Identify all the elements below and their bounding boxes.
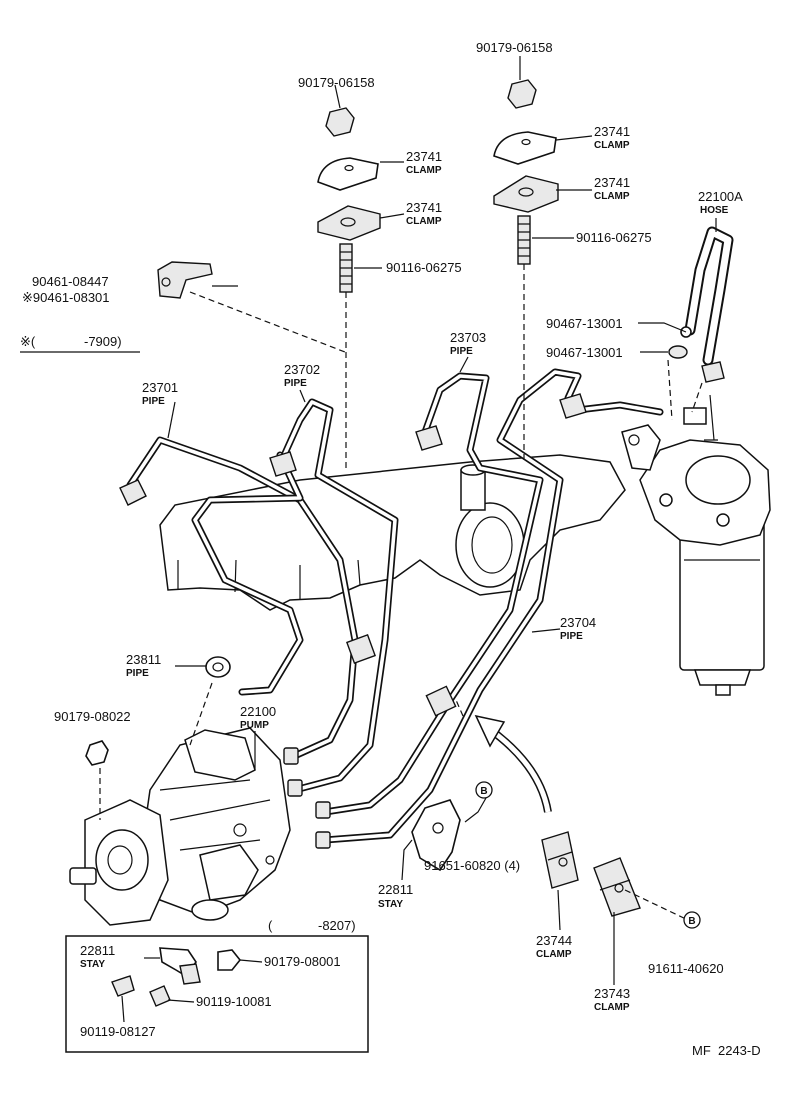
callout-pipe-23702: 23702 [284, 362, 320, 377]
callout-clamp-left-lower: 23741 [406, 200, 442, 215]
fuel-hose [668, 226, 734, 383]
circle-b-mark-1: B [480, 786, 487, 797]
callout-clamp-left-upper-label: CLAMP [406, 165, 442, 176]
callout-nut-pump: 90179-08022 [54, 709, 131, 724]
callout-bracket-b: ※90461-08301 [22, 290, 110, 305]
callout-pipe-23811: 23811 [126, 652, 161, 667]
callout-stud-left: 90116-06275 [386, 260, 462, 275]
inset-frame [65, 935, 369, 1053]
injection-pump [69, 727, 291, 926]
circle-b-marks: B B [475, 781, 701, 929]
callout-stud-right: 90116-06275 [576, 230, 652, 245]
inset-range-open: ( [268, 918, 273, 933]
figure-code: MF 2243-D [692, 1043, 761, 1058]
callout-bolt-clamp: 91611-40620 [648, 961, 724, 976]
callout-pipe-23702-label: PIPE [284, 378, 307, 389]
callout-stay-main-label: STAY [378, 899, 403, 910]
inset-box: ( -8207) 22811 STAY 90179-08001 90119-10… [65, 918, 369, 1053]
callout-clamp-right-lower-label: CLAMP [594, 191, 630, 202]
clamp-hardware-right [493, 79, 559, 265]
inset-bolt-b: 90119-08127 [80, 1024, 156, 1039]
clamp-hardware-left [157, 107, 381, 299]
pipe-fittings [119, 393, 587, 849]
callout-stay-main: 22811 [378, 882, 413, 897]
inset-stay: 22811 [80, 943, 115, 958]
callout-clamp-23743: 23743 [594, 986, 630, 1001]
fuel-filter [621, 394, 771, 696]
callout-clamp-left-lower-label: CLAMP [406, 216, 442, 227]
callout-clamp-right-lower: 23741 [594, 175, 630, 190]
callout-labels: 90179-06158 90179-06158 23741 CLAMP 2374… [20, 40, 761, 1058]
callout-pump: 22100 [240, 704, 276, 719]
callout-nut-left: 90179-06158 [298, 75, 375, 90]
leader-lines [99, 56, 717, 985]
callout-pump-label: PUMP [240, 720, 269, 731]
callout-nut-right: 90179-06158 [476, 40, 553, 55]
inset-range: -8207) [318, 918, 356, 933]
callout-pipe-23703: 23703 [450, 330, 486, 345]
callout-pipe-23811-label: PIPE [126, 668, 149, 679]
inset-bolt-a: 90119-10081 [196, 994, 272, 1009]
callout-pipe-23701-label: PIPE [142, 396, 165, 407]
banjo-pipe-23811 [205, 656, 231, 678]
callout-hose-clip-lower: 90467-13001 [546, 345, 623, 360]
circle-b-mark-2: B [688, 916, 695, 927]
callout-pipe-23703-label: PIPE [450, 346, 473, 357]
stay-and-lower-clamps [85, 740, 641, 917]
footnote-range: -7909) [84, 334, 122, 349]
callout-clamp-right-upper-label: CLAMP [594, 140, 630, 151]
inset-stay-label: STAY [80, 959, 105, 970]
callout-pipe-23704-label: PIPE [560, 631, 583, 642]
callout-clamp-23743-label: CLAMP [594, 1002, 630, 1013]
callout-pipe-23701: 23701 [142, 380, 178, 395]
callout-clamp-right-upper: 23741 [594, 124, 630, 139]
footnote-mark: ※( [20, 334, 36, 349]
inset-nut: 90179-08001 [264, 954, 341, 969]
injection-pipes [126, 368, 664, 844]
assembly-direction-arrow [474, 714, 552, 813]
callout-bolt-stay: 91651-60820 (4) [424, 858, 520, 873]
callout-clamp-23744: 23744 [536, 933, 572, 948]
callout-clamp-23744-label: CLAMP [536, 949, 572, 960]
callout-hose-label: HOSE [700, 205, 729, 216]
callout-clamp-left-upper: 23741 [406, 149, 442, 164]
callout-bracket-a: 90461-08447 [32, 274, 109, 289]
callout-hose: 22100A [698, 189, 743, 204]
callout-pipe-23704: 23704 [560, 615, 596, 630]
callout-hose-clip-upper: 90467-13001 [546, 316, 623, 331]
